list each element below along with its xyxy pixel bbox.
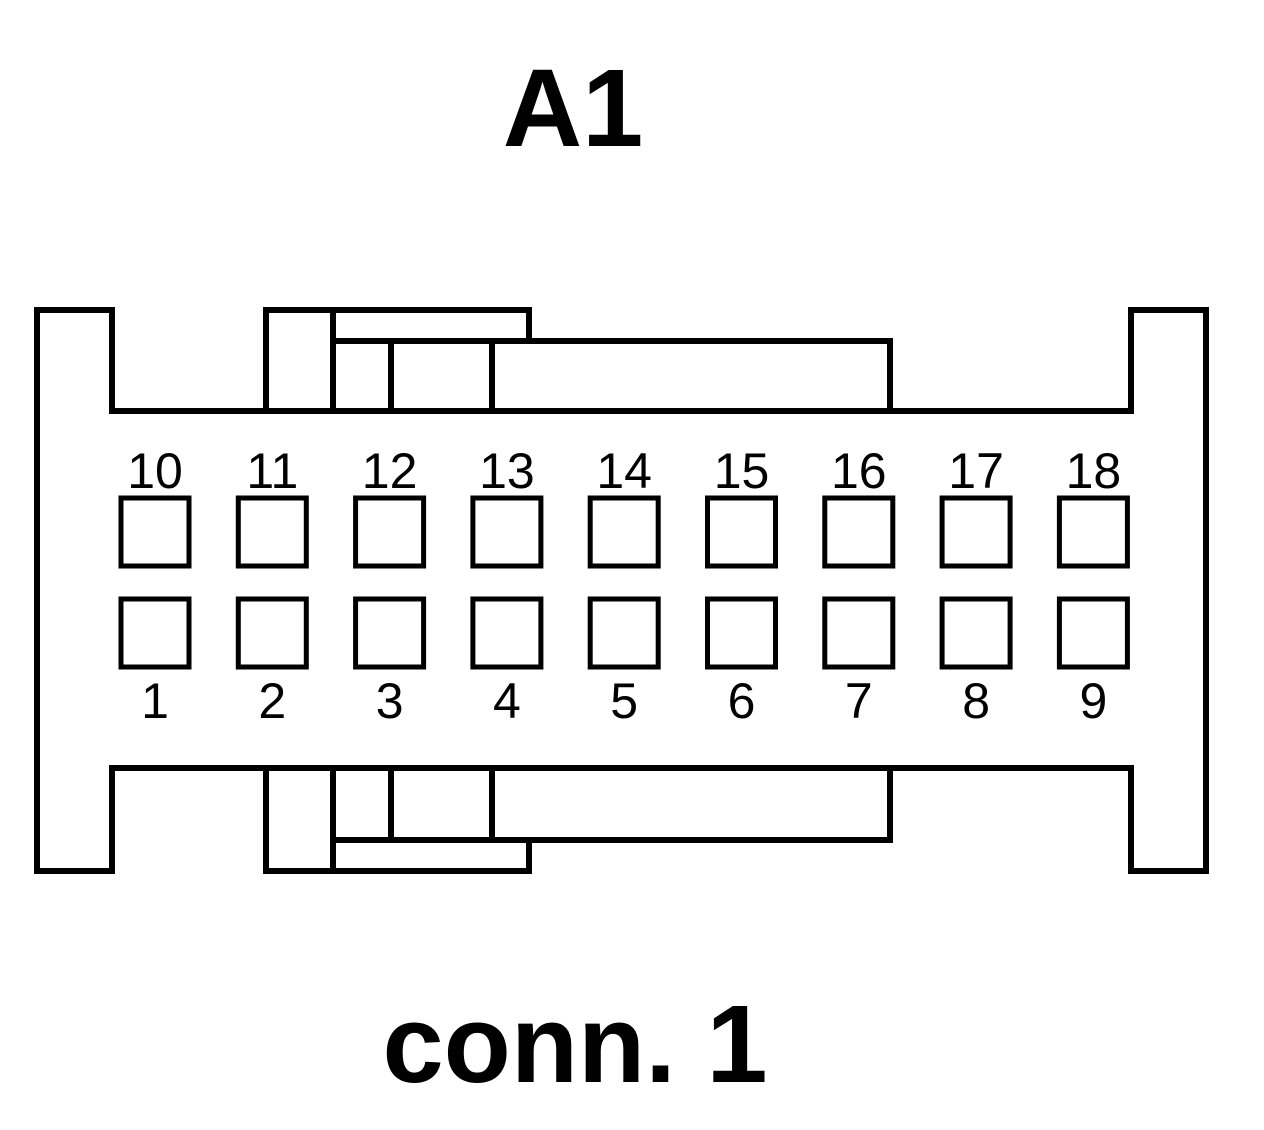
pin-label-1: 1 (141, 673, 169, 729)
pin-7 (822, 596, 896, 670)
pin-label-18: 18 (1066, 443, 1122, 499)
bottom-latch (263, 765, 893, 874)
pin-1 (118, 596, 192, 670)
pin-17 (939, 495, 1013, 569)
pin-9 (1056, 596, 1130, 670)
pin-label-17: 17 (948, 443, 1004, 499)
pin-6 (705, 596, 778, 670)
pin-label-3: 3 (376, 673, 404, 729)
pin-12 (353, 495, 427, 569)
pin-label-14: 14 (596, 443, 652, 499)
pin-label-13: 13 (479, 443, 535, 499)
connector-caption: conn. 1 (382, 983, 767, 1106)
pin-label-2: 2 (258, 673, 286, 729)
pin-5 (587, 596, 661, 670)
pin-label-7: 7 (845, 673, 873, 729)
pin-10 (118, 495, 192, 569)
pin-11 (235, 495, 309, 569)
pin-label-11: 11 (246, 443, 298, 499)
pin-label-8: 8 (962, 673, 990, 729)
pin-8 (939, 596, 1013, 670)
pin-13 (470, 495, 544, 569)
pin-label-9: 9 (1079, 673, 1107, 729)
pin-label-4: 4 (493, 673, 521, 729)
pin-15 (705, 495, 778, 569)
pin-label-15: 15 (714, 443, 770, 499)
pin-label-10: 10 (127, 443, 183, 499)
pin-label-12: 12 (362, 443, 418, 499)
connector-housing (34, 307, 1209, 874)
pin-3 (353, 596, 427, 670)
pin-label-16: 16 (831, 443, 887, 499)
pin-18 (1056, 495, 1130, 569)
pin-16 (822, 495, 896, 569)
pin-label-5: 5 (610, 673, 638, 729)
top-latch (263, 307, 893, 414)
pin-label-6: 6 (728, 673, 756, 729)
connector-title: A1 (503, 47, 644, 170)
pin-4 (470, 596, 544, 670)
pin-14 (587, 495, 661, 569)
pin-2 (235, 596, 309, 670)
